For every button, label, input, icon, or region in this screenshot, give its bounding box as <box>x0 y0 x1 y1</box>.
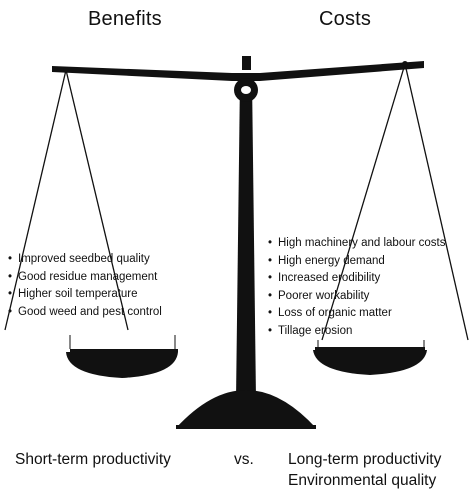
right-pan <box>313 350 427 375</box>
bullet-icon: • <box>268 237 273 249</box>
costs-list: •High machinery and labour costs •High e… <box>268 235 445 340</box>
cost-item: •Increased erodibility <box>268 270 445 288</box>
short-term-caption: Short-term productivity <box>15 451 171 468</box>
bullet-icon: • <box>268 272 273 284</box>
scale-top-knob <box>242 56 251 70</box>
environmental-caption: Environmental quality <box>288 472 437 489</box>
scale-pillar <box>236 78 256 400</box>
bullet-icon: • <box>268 307 273 319</box>
bullet-icon: • <box>8 270 13 283</box>
bullet-icon: • <box>268 324 273 337</box>
bullet-icon: • <box>8 305 13 318</box>
scale-base <box>176 390 316 428</box>
bullet-icon: • <box>268 254 273 267</box>
right-pan-string <box>321 63 406 341</box>
benefit-item: •Good residue management <box>8 269 162 287</box>
left-pan-rim <box>70 349 178 352</box>
bullet-icon: • <box>8 288 13 300</box>
right-pan-rim <box>315 347 425 350</box>
left-pan <box>66 352 178 378</box>
right-hanger <box>402 61 408 67</box>
cost-item: •High machinery and labour costs <box>268 235 445 253</box>
long-term-caption: Long-term productivity <box>288 451 442 468</box>
scale-base-plinth <box>176 425 316 429</box>
benefit-item: •Higher soil temperature <box>8 286 162 304</box>
left-pan-string <box>4 69 67 331</box>
cost-item: •Loss of organic matter <box>268 305 445 323</box>
bullet-icon: • <box>268 289 273 302</box>
left-hanger <box>63 67 69 73</box>
versus-caption: vs. <box>234 451 254 468</box>
scale-beam <box>52 61 424 81</box>
cost-item: •Tillage erosion <box>268 323 445 341</box>
benefits-heading: Benefits <box>88 8 162 30</box>
scale-pivot-highlight <box>241 86 251 94</box>
right-pan-string <box>404 63 469 341</box>
cost-item: •High energy demand <box>268 253 445 271</box>
benefit-item: •Good weed and pest control <box>8 304 162 322</box>
benefits-list: •Improved seedbed quality •Good residue … <box>8 251 162 321</box>
bullet-icon: • <box>8 253 13 265</box>
left-pan-string <box>65 69 129 331</box>
benefit-item: •Improved seedbed quality <box>8 251 162 269</box>
costs-heading: Costs <box>319 8 372 30</box>
cost-item: •Poorer workability <box>268 288 445 306</box>
